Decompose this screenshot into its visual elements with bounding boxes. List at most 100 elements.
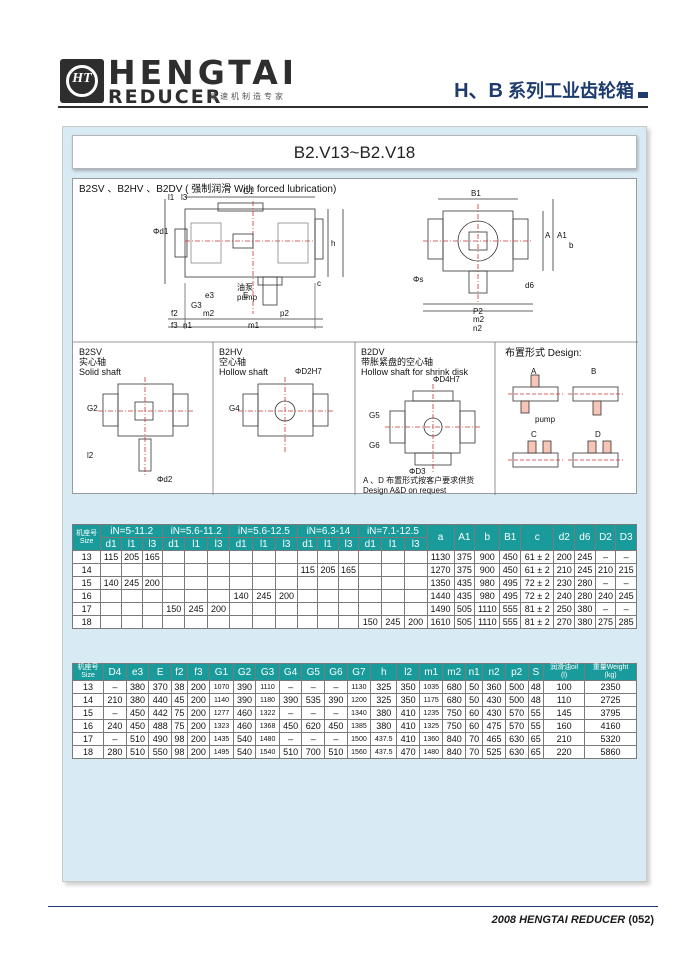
dim-G4: G4 [229, 404, 240, 413]
table-cell [206, 563, 231, 577]
table-cell: 98 [171, 745, 188, 759]
dim-d1: Φd1 [153, 227, 169, 236]
table-cell [297, 550, 319, 564]
table-cell: 390 [324, 693, 348, 707]
table-cell [206, 589, 231, 603]
design-D: D [595, 430, 601, 439]
col-header: n2 [482, 663, 506, 681]
table-cell: – [278, 706, 303, 720]
table-cell: 220 [543, 745, 586, 759]
page-header: HT HENGTAI REDUCER 减速机制造专家 H、B 系列工业齿轮箱 [58, 56, 648, 108]
table-cell [317, 550, 339, 564]
sub-header: d1 [297, 537, 319, 551]
table-cell [251, 602, 276, 616]
table-cell: 72 ± 2 [520, 576, 555, 590]
table-cell [100, 615, 122, 629]
table-cell: 61 ± 2 [520, 563, 555, 577]
table-cell: – [278, 732, 303, 746]
dim-n2-end: n2 [473, 324, 482, 333]
col-header: c [520, 524, 555, 551]
table-cell: 475 [482, 719, 506, 733]
dim-A: A [545, 231, 551, 240]
dim-D3: ΦD3 [409, 467, 426, 476]
dim-E: E [243, 291, 249, 300]
table-cell: 1175 [418, 693, 444, 707]
table-cell [251, 615, 276, 629]
table-cell: 280 [574, 576, 596, 590]
table-cell [100, 589, 122, 603]
col-header: D2 [594, 524, 617, 551]
table-cell: 450 [125, 719, 150, 733]
sub-header: d1 [100, 537, 122, 551]
table-cell: 430 [482, 693, 506, 707]
table-cell: – [324, 732, 348, 746]
table-cell: 75 [171, 719, 188, 733]
table-cell: 16 [71, 589, 102, 603]
table-cell: 500 [504, 680, 529, 694]
sub-header: l3 [141, 537, 164, 551]
table-cell [251, 563, 276, 577]
col-header: 重量Weight(kg) [584, 663, 637, 681]
table-cell: 410 [396, 732, 420, 746]
table-cell: 280 [103, 745, 127, 759]
table-cell: 555 [499, 615, 522, 629]
table-cell: 450 [499, 563, 522, 577]
table-cell: 680 [442, 693, 467, 707]
table-cell: 1480 [418, 745, 444, 759]
table-cell [337, 576, 360, 590]
table-cell [206, 550, 231, 564]
table-cell: 15 [71, 576, 102, 590]
table-cell: 450 [125, 706, 150, 720]
table-cell: – [615, 576, 637, 590]
col-header: l2 [396, 663, 420, 681]
table-cell: 60 [465, 719, 484, 733]
company-logo: HT [60, 59, 104, 103]
table-cell [206, 615, 231, 629]
table-cell: 245 [574, 550, 596, 564]
table-cell [358, 602, 383, 616]
table-cell [274, 576, 299, 590]
table-cell: – [103, 732, 127, 746]
table-cell: 65 [527, 745, 545, 759]
design-pump: pump [535, 415, 556, 424]
table-cell: 510 [324, 745, 348, 759]
table-cell: 460 [232, 706, 257, 720]
table-cell [403, 563, 428, 577]
table-cell: 450 [278, 719, 303, 733]
table-cell: 525 [482, 745, 506, 759]
table-cell [184, 589, 208, 603]
col-header: n1 [465, 663, 484, 681]
col-header: D4 [103, 663, 127, 681]
table-cell: 1325 [418, 719, 444, 733]
col-header: G2 [232, 663, 257, 681]
dim-n1: n1 [183, 321, 192, 330]
table-cell: 370 [148, 680, 173, 694]
table-cell: 680 [442, 680, 467, 694]
table-cell [274, 550, 299, 564]
table-cell: 1480 [255, 732, 280, 746]
table-cell [403, 602, 428, 616]
table-cell: 1360 [418, 732, 444, 746]
table-cell: 550 [148, 745, 173, 759]
table-cell: 200 [403, 615, 428, 629]
table-cell: – [103, 706, 127, 720]
brand-slogan: 减速机制造专家 [209, 92, 286, 101]
table-cell: 81 ± 2 [520, 602, 555, 616]
dim-D2: ΦD2H7 [295, 367, 322, 376]
table-cell: 140 [229, 589, 253, 603]
sub-header: l1 [120, 537, 143, 551]
model-range-title: B2.V13~B2.V18 [72, 135, 637, 169]
dim-h: h [331, 239, 336, 248]
table-cell: – [301, 706, 326, 720]
sub-header: d1 [229, 537, 253, 551]
table-cell: 435 [453, 576, 476, 590]
dim-G3: G3 [191, 301, 202, 310]
table-cell [100, 602, 122, 616]
sub-header: l1 [381, 537, 405, 551]
dim-G1: G1 [243, 187, 254, 196]
table-cell: 750 [442, 719, 467, 733]
